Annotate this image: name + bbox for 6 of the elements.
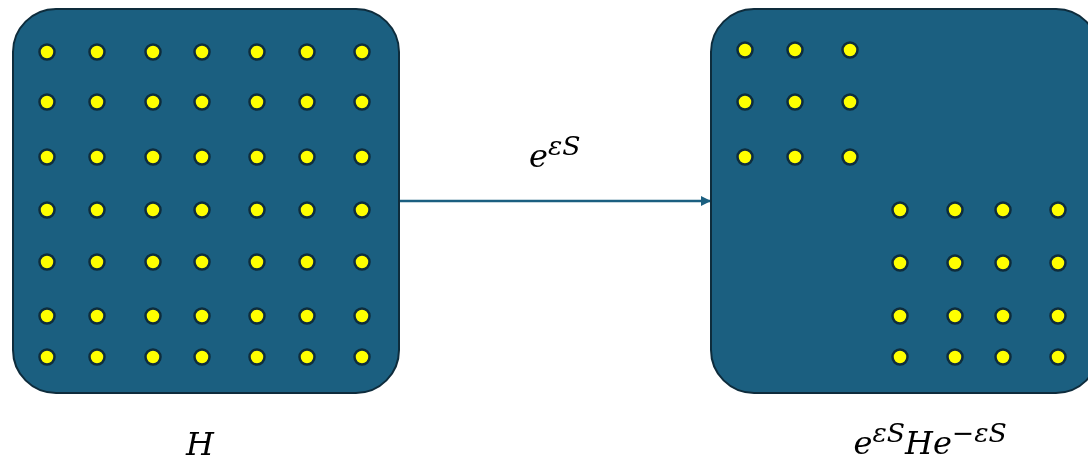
matrix-box [12,8,400,394]
math-label: H [186,428,214,460]
arrow [400,196,711,206]
math-label: e$^{εS}$He$^{−εS}$ [853,420,1007,459]
edge-label: e$^{εS}$ [529,133,581,172]
matrix-box [710,8,1088,394]
